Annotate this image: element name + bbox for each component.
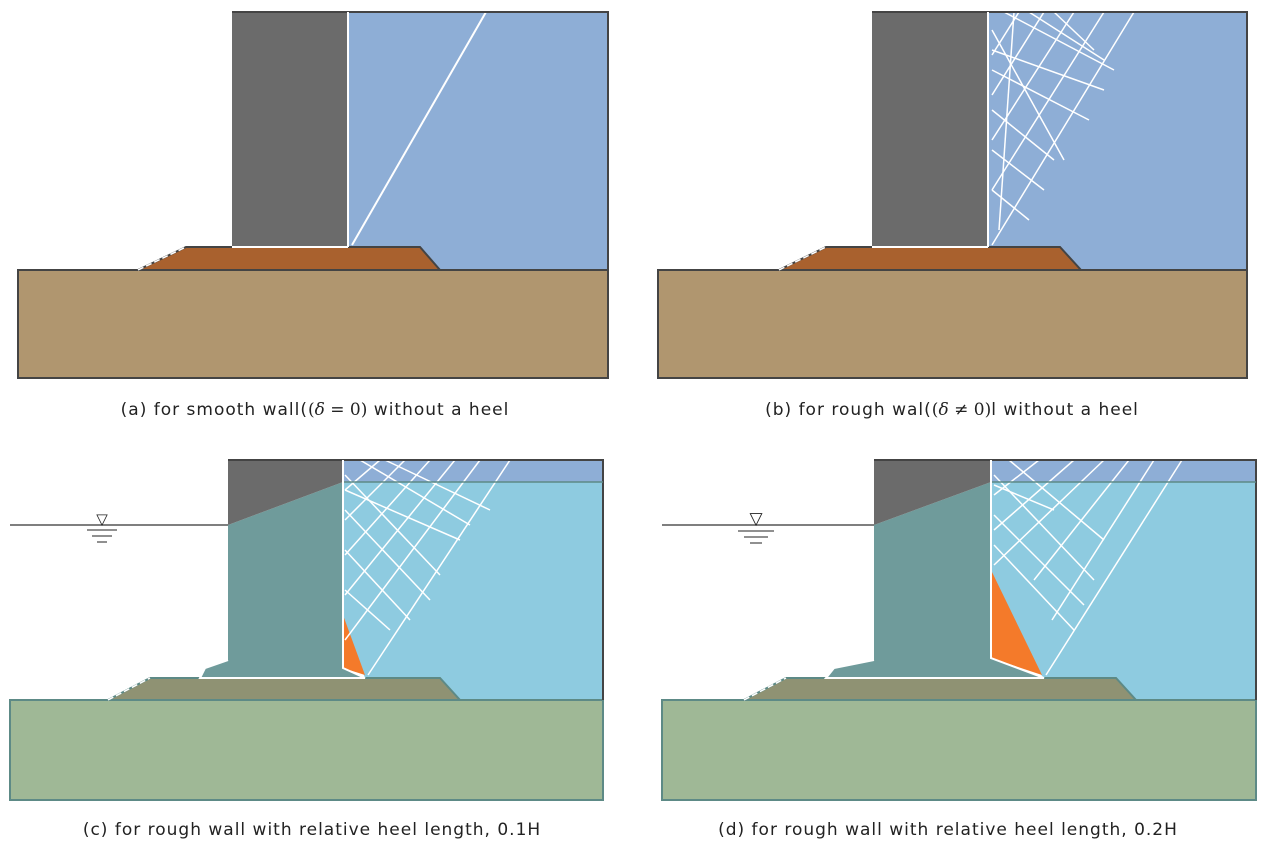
wall-outline <box>228 459 604 700</box>
retaining-wall <box>232 12 348 247</box>
panel-a-diagram <box>17 11 609 379</box>
slip-line-network <box>993 459 1183 676</box>
wall-outline <box>874 459 1257 700</box>
panel-a <box>0 0 634 430</box>
water-level-icon: ▽ <box>96 510 108 528</box>
slip-line-network <box>991 11 1135 246</box>
slip-line <box>351 11 487 246</box>
wall-heel-outline <box>198 460 366 679</box>
mound-toe-slope <box>743 677 787 701</box>
submerged-wall <box>200 482 365 678</box>
retaining-wall <box>872 12 988 247</box>
rubble-mound <box>778 246 1084 271</box>
foundation-soil <box>657 269 1248 379</box>
backfill-soil <box>988 12 1247 270</box>
submerged-backfill <box>991 482 1256 700</box>
wall-heel-outline <box>823 460 1045 679</box>
panel-c-diagram: ▽ <box>9 459 604 801</box>
panel-b-diagram <box>657 11 1248 379</box>
caption-a: (a) for smooth wall((δ = 0) without a he… <box>120 400 510 420</box>
submerged-wall <box>826 482 1044 678</box>
submerged-foundation <box>9 699 604 801</box>
submerged-backfill <box>343 482 603 700</box>
plastic-wedge <box>991 570 1042 675</box>
panel-d-diagram: ▽ <box>661 459 1257 801</box>
panel-c: ▽ <box>0 430 634 852</box>
dry-backfill-strip <box>991 460 1256 482</box>
dry-wall-top <box>874 460 991 525</box>
submerged-foundation <box>661 699 1257 801</box>
slip-line-network <box>344 459 511 676</box>
caption-b: (b) for rough wal((δ ≠ 0)l without a hee… <box>765 400 1139 420</box>
caption-d: (d) for rough wall with relative heel le… <box>718 820 1178 840</box>
caption-c: (c) for rough wall with relative heel le… <box>82 820 542 840</box>
foundation-soil <box>17 269 609 379</box>
backfill-soil <box>348 12 608 270</box>
panel-b <box>634 0 1269 430</box>
wall-backfill-outline <box>872 11 1248 270</box>
wall-backfill-outline <box>232 11 609 270</box>
dry-wall-top <box>228 460 343 525</box>
rubble-mound <box>137 246 443 271</box>
panel-d: ▽ <box>634 430 1269 852</box>
plastic-wedge <box>343 615 365 675</box>
water-level-icon: ▽ <box>749 509 763 529</box>
submerged-mound <box>107 677 463 701</box>
submerged-mound <box>743 677 1139 701</box>
dry-backfill-strip <box>343 460 603 482</box>
mound-toe-slope <box>107 677 151 701</box>
